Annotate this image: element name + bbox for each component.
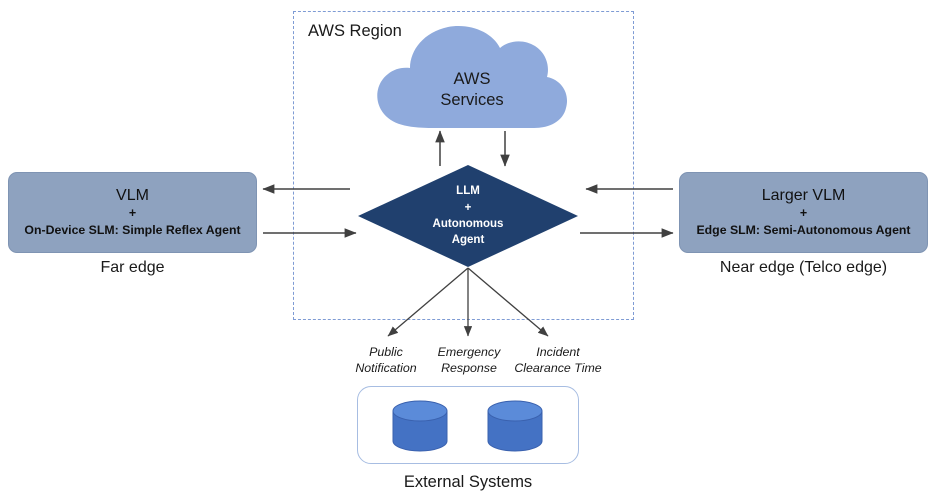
outcome-2-line1: Incident bbox=[536, 345, 580, 359]
external-systems-container bbox=[357, 386, 579, 464]
external-systems-caption: External Systems bbox=[403, 473, 533, 491]
near-edge-caption: Near edge (Telco edge) bbox=[719, 259, 888, 276]
outcome-1-line2: Response bbox=[441, 361, 497, 376]
far-edge-plus: + bbox=[128, 205, 137, 220]
outcome-0-line2: Notification bbox=[355, 361, 417, 376]
aws-region-label: AWS Region bbox=[308, 22, 402, 40]
far-edge-title: VLM bbox=[116, 186, 149, 204]
outcome-label-emergency-response: Emergency Response bbox=[421, 344, 517, 376]
outcome-0-line1: Public bbox=[369, 345, 403, 359]
near-edge-subtitle: Edge SLM: Semi-Autonomous Agent bbox=[696, 222, 911, 237]
llm-autonomous-agent-node: LLM + Autonomous Agent bbox=[357, 164, 579, 268]
near-edge-title: Larger VLM bbox=[761, 186, 846, 204]
far-edge-node: VLM + On-Device SLM: Simple Reflex Agent bbox=[8, 172, 257, 253]
outcome-2-line2: Clearance Time bbox=[514, 361, 602, 376]
outcome-label-public-notification: Public Notification bbox=[338, 344, 434, 376]
aws-services-cloud: AWS Services bbox=[372, 22, 572, 132]
database-cylinder-icon bbox=[487, 400, 543, 452]
diamond-shape bbox=[358, 165, 578, 267]
far-edge-subtitle: On-Device SLM: Simple Reflex Agent bbox=[24, 222, 241, 237]
database-cylinder-icon bbox=[392, 400, 448, 452]
outcome-1-line1: Emergency bbox=[437, 345, 501, 359]
near-edge-plus: + bbox=[799, 205, 808, 220]
outcome-label-incident-clearance-time: Incident Clearance Time bbox=[503, 344, 613, 376]
near-edge-node: Larger VLM + Edge SLM: Semi-Autonomous A… bbox=[679, 172, 928, 253]
cloud-shape bbox=[377, 26, 568, 129]
far-edge-caption: Far edge bbox=[100, 259, 165, 276]
